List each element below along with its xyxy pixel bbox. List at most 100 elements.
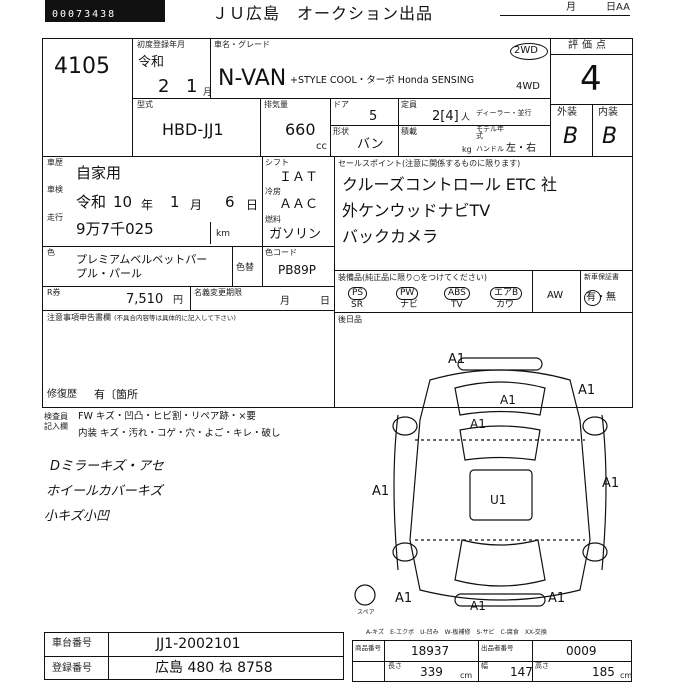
equip-navi: ナビ xyxy=(400,300,419,310)
color-code: PB89P xyxy=(278,263,316,277)
grade-score-value: 4 xyxy=(580,59,602,99)
entry-no: 18937 xyxy=(411,644,450,658)
equipment-label: 装備品(純正品に限り○をつけてください) xyxy=(338,273,487,282)
handwritten-1: Dミラーキズ・アセ xyxy=(50,459,164,474)
day-label: 日AA xyxy=(606,2,630,13)
model-name: N-VAN xyxy=(218,66,287,91)
mark-right-side: A1 xyxy=(602,476,620,491)
equip-sr: SR xyxy=(351,300,363,310)
shift-label: シフト xyxy=(265,158,289,167)
width-label: 幅 xyxy=(481,662,488,670)
mark-front-top: A1 xyxy=(448,352,466,367)
body-label: 形状 xyxy=(333,127,349,136)
color-value-2: プル・パール xyxy=(76,267,142,280)
exterior-value: B xyxy=(563,124,579,149)
handle-label: ハンドル xyxy=(476,145,504,153)
aircon-label: 冷房 xyxy=(265,187,281,196)
fuel-label: 燃料 xyxy=(265,215,281,224)
mark-front-bumper: A1 xyxy=(500,393,516,407)
inspection-day: 6 xyxy=(225,193,235,211)
notes-sub: (不具合内容等は具体的に記入して下さい) xyxy=(114,314,236,322)
sales-point-1: クルーズコントロール ETC 社 xyxy=(342,175,558,194)
entry-no-label: 商品番号 xyxy=(355,644,381,652)
reg-value: 広島 480 ね 8758 xyxy=(155,660,273,676)
mileage-value: 9万7千025 xyxy=(76,220,154,238)
title-change-day: 日 xyxy=(320,296,330,307)
mileage-label: 走行 xyxy=(47,213,63,222)
equip-ps: PS xyxy=(348,287,368,300)
load-label: 積載 xyxy=(401,127,417,136)
doc-number: 00073438 xyxy=(52,9,117,20)
name-grade-label: 車名・グレード xyxy=(214,40,270,49)
equip-aw: AW xyxy=(547,290,564,301)
inspector-label: 検査員 記入欄 xyxy=(44,412,68,432)
equip-pw: PW xyxy=(396,287,419,300)
chassis-label: 車台番号 xyxy=(52,638,92,649)
drive-4wd: 4WD xyxy=(516,81,540,92)
history-value: 自家用 xyxy=(76,164,122,182)
equip-kawa: カワ xyxy=(496,300,515,310)
month-label: 月 xyxy=(566,2,576,13)
rear-label: 後日品 xyxy=(338,315,362,324)
doors-label: ドア xyxy=(333,100,349,109)
chassis-value: JJ1-2002101 xyxy=(156,636,241,652)
displacement-label: 排気量 xyxy=(264,100,288,109)
handwritten-3: 小キズ小凹 xyxy=(44,509,110,524)
spare-label: スペア xyxy=(357,609,375,616)
mark-front-right: A1 xyxy=(578,383,596,398)
header-rule xyxy=(500,15,630,16)
recycle-unit: 円 xyxy=(173,295,183,306)
capacity-label: 定員 xyxy=(401,100,417,109)
inspection-month-unit: 月 xyxy=(190,198,203,212)
length-unit: cm xyxy=(460,671,473,680)
equip-tv: TV xyxy=(451,300,463,310)
auction-title: ＪＵ広島 オークション出品 xyxy=(212,4,434,23)
recycle-label: R券 xyxy=(47,288,61,297)
exhibitor-no: 0009 xyxy=(566,644,597,658)
handwritten-2: ホイールカバーキズ xyxy=(46,484,163,499)
length-value: 339 xyxy=(420,665,443,679)
color-code-label: 色コード xyxy=(265,248,297,257)
inspection-label: 車検 xyxy=(47,185,63,194)
repair-label: 修復歴 xyxy=(47,389,77,400)
displacement-value: 660 xyxy=(285,120,316,139)
mark-roof: U1 xyxy=(490,493,507,507)
mark-left-lower: A1 xyxy=(395,591,413,606)
handle-value: 左・右 xyxy=(506,143,536,154)
reg-month-unit: 月 xyxy=(203,88,213,98)
reg-label: 登録番号 xyxy=(52,663,92,674)
inspection-year: 10 xyxy=(113,193,133,211)
grade-text: +STYLE COOL・ターボ Honda SENSING xyxy=(290,75,475,86)
sales-point-2: 外ケンウッドナビTV xyxy=(342,201,491,220)
shift-value: ＩＡＴ xyxy=(279,170,319,185)
title-change-label: 名義変更期限 xyxy=(194,288,242,297)
sales-point-3: バックカメラ xyxy=(342,227,439,246)
equip-abs: ABS xyxy=(444,287,470,300)
drive-2wd-circle xyxy=(510,43,548,60)
damage-legend: A-キズ E-エクボ U-凹み W-板補修 S-サビ C-腐食 XX-交換 xyxy=(366,629,547,636)
model-year-label: モデル年式 xyxy=(476,125,504,140)
inspection-month: 1 xyxy=(170,193,180,211)
type-code: HBD-JJ1 xyxy=(162,120,224,139)
warranty-circle xyxy=(584,290,601,306)
legend-row-2: 内装 キズ・汚れ・コゲ・穴・よご・キレ・破し xyxy=(78,428,281,439)
recycle-amount: 7,510 xyxy=(126,292,164,307)
exterior-label: 外装 xyxy=(557,107,577,118)
doc-number-box xyxy=(45,0,165,22)
height-label: 高さ xyxy=(535,662,549,670)
fuel-value: ガソリン xyxy=(269,227,322,242)
mileage-unit: km xyxy=(216,229,230,239)
interior-label: 内装 xyxy=(598,107,618,118)
dealer-label: ディーラー・並行 xyxy=(476,109,532,117)
body-value: バン xyxy=(357,137,384,152)
aircon-value: ＡＡＣ xyxy=(279,197,319,212)
first-reg-label: 初度登録年月 xyxy=(137,40,185,49)
height-value: 185 xyxy=(592,665,615,679)
type-label: 型式 xyxy=(137,100,153,109)
displacement-unit: cc xyxy=(316,141,327,152)
reg-year: 2 xyxy=(158,76,170,97)
mark-left-side: A1 xyxy=(372,484,390,499)
reg-month: 1 xyxy=(186,76,198,97)
inspection-year-unit: 年 xyxy=(141,198,154,212)
legend-row-1: FW キズ・凹凸・ヒビ割・リペア跡・×要 xyxy=(78,411,256,422)
